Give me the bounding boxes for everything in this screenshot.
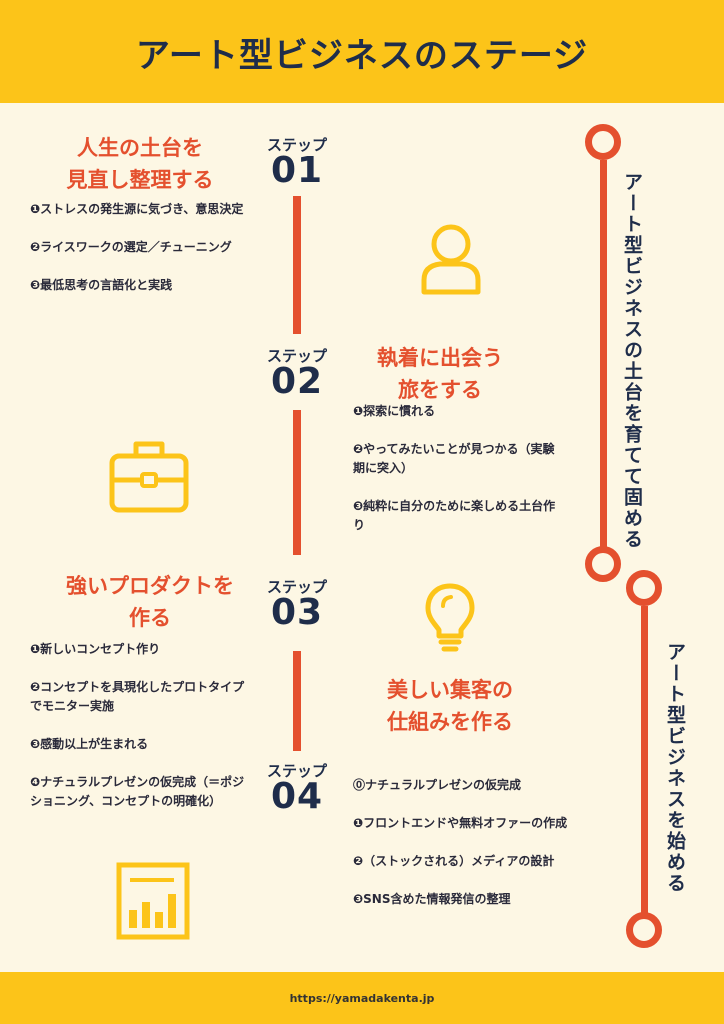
person-icon [421,224,481,295]
step-4-label: ステップ [266,762,327,780]
lightbulb-icon [425,583,475,652]
stage-1-items: ❶ストレスの発生源に気づき、意思決定 ❷ライスワークの選定／チューニング ❸最低… [30,200,250,314]
phase-1-rail [600,160,607,548]
stage-4: 美しい集客の 仕組みを作る [350,674,550,738]
list-item: ❶探索に慣れる [353,404,436,418]
step-1-label: ステップ [266,136,327,154]
timeline-bar-3 [293,651,301,751]
list-item: ❸感動以上が生まれる [30,737,149,751]
header-banner: アート型ビジネスのステージ [0,0,724,103]
list-item: ❹ナチュラルプレゼンの仮完成（＝ポジショニング、コンセプトの明確化） [30,775,245,808]
stage-4-title-line-2: 仕組みを作る [387,710,513,734]
stage-2-items: ❶探索に慣れる ❷やってみたいことが見つかる（実験期に突入） ❸純粋に自分のため… [353,402,563,554]
list-item: ❸最低思考の言語化と実践 [30,278,173,292]
phase-2-start-marker [626,570,662,606]
list-item: ❸純粋に自分のために楽しめる土台作り [353,499,556,532]
phase-1-start-marker [585,124,621,160]
step-3-label: ステップ [266,578,327,596]
phase-2-end-marker [626,912,662,948]
phase-2-rail [641,606,648,914]
list-item: ❷（ストックされる）メディアの設計 [353,854,555,868]
stage-3: 強いプロダクトを 作る [20,570,280,634]
step-3-number: 03 [270,592,324,633]
stage-2: 執着に出会う 旅をする [350,342,530,406]
stage-3-title-line-1: 強いプロダクトを [66,574,234,598]
stage-1-title-line-1: 人生の土台を [77,136,203,160]
briefcase-icon [109,441,189,513]
stage-2-title-line-2: 旅をする [398,378,482,402]
phase-1-label: アート型ビジネスの土台を育てて固める [621,172,643,550]
list-item: ⓪ナチュラルプレゼンの仮完成 [353,778,522,792]
stage-3-title-line-2: 作る [129,606,171,630]
stage-1: 人生の土台を 見直し整理する [20,132,260,196]
footer-banner: https://yamadakenta.jp [0,972,724,1024]
stage-4-title-line-1: 美しい集客の [387,678,513,702]
step-2-label: ステップ [266,347,327,365]
timeline-bar-1 [293,196,301,334]
step-4-number: 04 [270,776,324,817]
list-item: ❷やってみたいことが見つかる（実験期に突入） [353,442,555,475]
list-item: ❶ストレスの発生源に気づき、意思決定 [30,202,244,216]
list-item: ❶新しいコンセプト作り [30,642,161,656]
step-2-number: 02 [270,361,324,402]
stage-4-items: ⓪ナチュラルプレゼンの仮完成 ❶フロントエンドや無料オファーの作成 ❷（ストック… [353,776,623,928]
phase-1-end-marker [585,546,621,582]
stage-3-items: ❶新しいコンセプト作り ❷コンセプトを具現化したプロトタイプでモニター実施 ❸感… [30,640,255,830]
step-1-number: 01 [270,150,324,191]
list-item: ❷ライスワークの選定／チューニング [30,240,232,254]
list-item: ❷コンセプトを具現化したプロトタイプでモニター実施 [30,680,245,713]
stage-1-title-line-2: 見直し整理する [66,168,214,192]
stage-2-title-line-1: 執着に出会う [377,346,503,370]
page-title: アート型ビジネスのステージ [135,36,589,76]
bar-chart-icon [116,862,190,940]
phase-2-label: アート型ビジネスを始める [664,642,686,894]
list-item: ❶フロントエンドや無料オファーの作成 [353,816,568,830]
list-item: ❸SNS含めた情報発信の整理 [353,892,511,906]
timeline-bar-2 [293,410,301,555]
footer-url[interactable]: https://yamadakenta.jp [289,992,435,1005]
